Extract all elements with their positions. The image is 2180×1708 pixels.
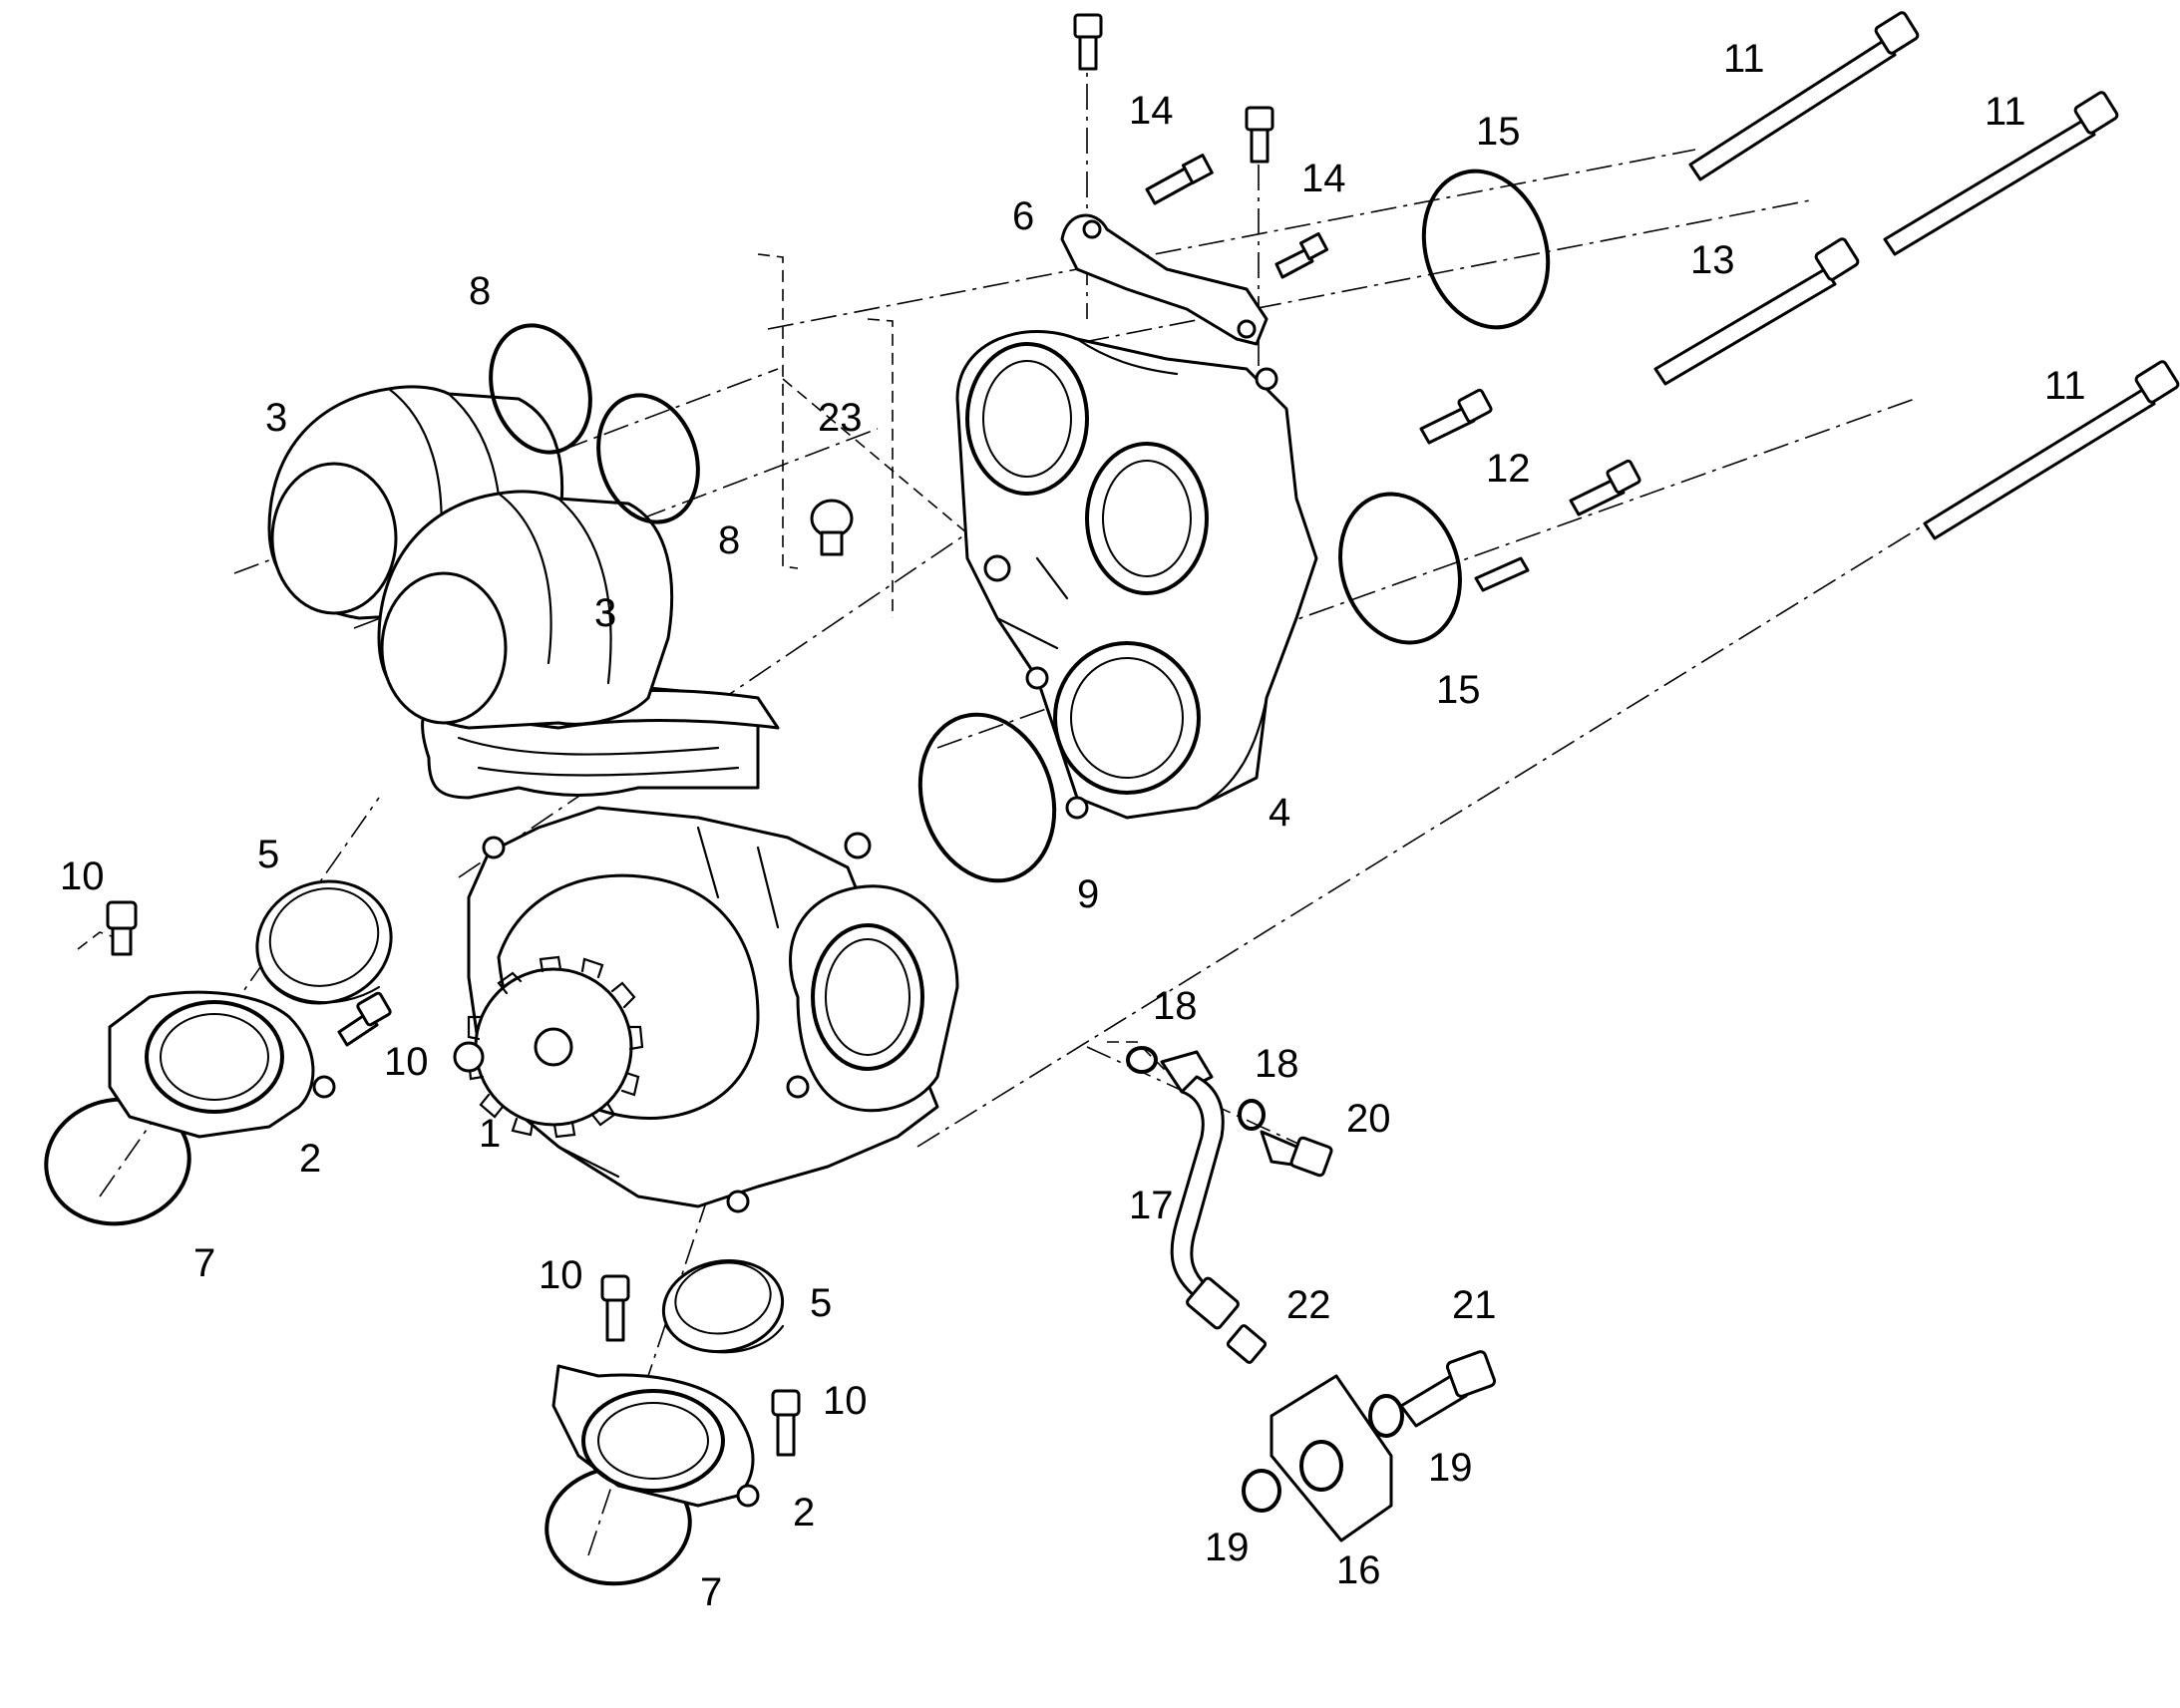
callout-19: 19: [1205, 1526, 1250, 1569]
callout-5: 5: [810, 1281, 832, 1325]
part-11-bolt-c: [1923, 360, 2180, 540]
part-10-bolt-c: [600, 1274, 630, 1342]
callout-1: 1: [479, 1112, 501, 1156]
part-1-pump-housing: [421, 686, 959, 1213]
callout-21: 21: [1452, 1283, 1497, 1327]
part-2-flanges: [108, 990, 760, 1508]
callout-10: 10: [823, 1379, 868, 1423]
callout-19: 19: [1428, 1446, 1473, 1490]
part-14-bolt-b: [1245, 106, 1274, 164]
part-12-bolt-b: [1569, 459, 1641, 516]
callout-2: 2: [299, 1137, 321, 1181]
callout-20: 20: [1346, 1097, 1391, 1141]
part-11-bolt-a: [1688, 11, 1920, 181]
callout-14: 14: [1129, 89, 1174, 133]
callout-4: 4: [1269, 791, 1290, 835]
bolts: [106, 11, 2180, 1457]
callout-11: 11: [1723, 37, 1765, 81]
callout-10: 10: [60, 854, 105, 898]
part-23-plug: [810, 499, 854, 556]
part-21-banjo-bolt: [1399, 1350, 1497, 1428]
leader-lines: [77, 253, 1178, 1083]
part-3-sleeves: [267, 385, 674, 730]
o-rings: [44, 169, 1551, 1586]
callout-14: 14: [1301, 157, 1346, 200]
callout-11: 11: [1985, 90, 2026, 134]
part-10-bolt-a: [106, 900, 138, 956]
part-6-bracket: [1060, 213, 1269, 346]
callout-15: 15: [1476, 110, 1521, 154]
part-16-block: [1270, 1374, 1393, 1542]
callout-11: 11: [2044, 364, 2086, 408]
callout-7: 7: [193, 1241, 215, 1285]
part-4-thermostat-housing: [955, 330, 1318, 820]
callout-16: 16: [1336, 1548, 1381, 1592]
callout-3: 3: [265, 396, 287, 440]
callout-2: 2: [793, 1491, 815, 1535]
callout-9: 9: [1077, 872, 1099, 916]
callout-23: 23: [818, 396, 863, 440]
callout-12: 12: [1486, 447, 1531, 491]
callout-7: 7: [700, 1570, 722, 1614]
part-14-bolt-a: [1073, 13, 1103, 71]
callout-15: 15: [1436, 668, 1481, 712]
callout-5: 5: [257, 833, 279, 876]
part-5-seals: [255, 879, 785, 1354]
callout-22: 22: [1286, 1283, 1331, 1327]
callout-13: 13: [1690, 238, 1735, 282]
callout-8: 8: [718, 518, 740, 562]
part-11-bolt-b: [1883, 91, 2119, 256]
callout-18: 18: [1153, 984, 1198, 1028]
callout-3: 3: [594, 591, 616, 635]
part-17-pipe: [1160, 1050, 1268, 1364]
part-13-bolt: [1653, 237, 1860, 386]
callout-18: 18: [1255, 1042, 1299, 1086]
callout-6: 6: [1012, 194, 1034, 238]
callout-10: 10: [384, 1040, 429, 1084]
part-10-bolt-d: [771, 1389, 801, 1457]
callout-17: 17: [1129, 1184, 1174, 1227]
callout-10: 10: [539, 1253, 583, 1297]
part-12-bolt-a: [1419, 388, 1493, 445]
callout-8: 8: [469, 269, 491, 313]
part-20-banjo-bolt: [1260, 1130, 1333, 1178]
assembly-centerlines: [99, 40, 1936, 1556]
callout-labels: 1 2 2 3 3 4 5 5 6 7 7 8 8 9 10 10 10 10 …: [60, 37, 2086, 1614]
